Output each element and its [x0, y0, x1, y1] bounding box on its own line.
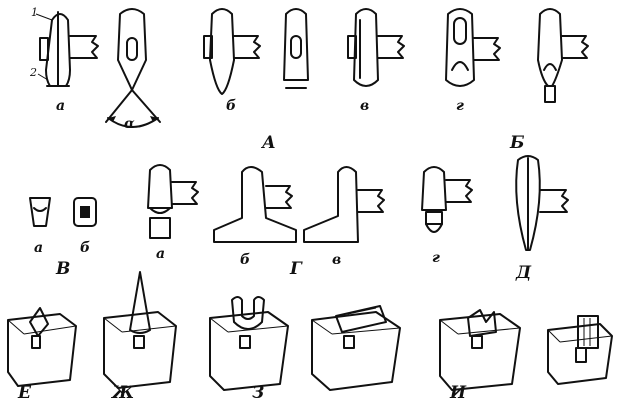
label-row1-a: а	[56, 98, 65, 114]
label-row2-hv: в	[332, 252, 341, 268]
block-6	[547, 315, 613, 385]
label-group-V: В	[55, 259, 70, 279]
block-I	[439, 309, 521, 391]
label-num-2: 2	[29, 66, 37, 79]
label-group-G: Г	[289, 259, 303, 279]
block-4	[311, 305, 401, 391]
label-group-Z: З	[252, 383, 264, 403]
hammer-a	[35, 11, 99, 87]
hammer-wedge-front	[105, 8, 161, 128]
tool-G-g	[421, 166, 473, 233]
label-row2-hg: г	[432, 250, 440, 266]
label-group-E: Е	[17, 383, 32, 403]
block-E	[7, 307, 77, 387]
label-group-D: Д	[515, 263, 532, 283]
hammer-v	[347, 8, 405, 87]
block-Zh	[103, 271, 177, 389]
label-group-I: И	[449, 383, 467, 403]
label-row1-v: в	[360, 98, 369, 114]
label-row1-b: б	[226, 98, 236, 114]
ring-a	[29, 197, 51, 227]
hammer-b	[203, 8, 261, 95]
hammer-b-front	[283, 8, 309, 89]
tool-D	[515, 155, 569, 251]
label-row2-ha: а	[156, 246, 165, 262]
tool-G-a	[147, 164, 199, 239]
label-group-A: А	[260, 133, 276, 153]
label-row2-hb: б	[240, 252, 250, 268]
tool-G-v	[303, 166, 385, 243]
block-Z	[209, 296, 289, 391]
hammer-B-group	[537, 8, 589, 103]
label-row2-b: б	[80, 240, 90, 256]
hammer-g	[445, 8, 501, 87]
label-row1-g: г	[456, 98, 464, 114]
label-row2-a: а	[34, 240, 43, 256]
label-group-Zh: Ж	[110, 383, 135, 403]
label-alpha: α	[124, 116, 135, 132]
label-group-B: Б	[509, 133, 525, 153]
ring-b	[73, 197, 97, 227]
label-num-1: 1	[31, 6, 38, 19]
tool-G-b	[213, 166, 297, 243]
